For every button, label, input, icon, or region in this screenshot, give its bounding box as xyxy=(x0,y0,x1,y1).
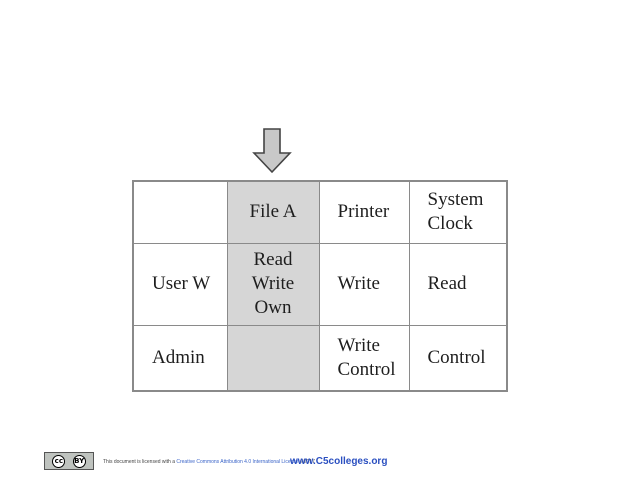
column-header-system-clock: System Clock xyxy=(408,180,508,244)
row-header-admin: Admin xyxy=(132,324,228,392)
copyright: ©2017 xyxy=(300,459,315,465)
cc-logo-icon: cc xyxy=(52,454,66,468)
row-header-user-w: User W xyxy=(132,242,228,326)
cell-text: Clock xyxy=(427,213,473,235)
license-link[interactable]: Creative Commons Attribution 4.0 Interna… xyxy=(176,459,299,465)
row-user-w: User W Read Write Own Write Read xyxy=(132,242,508,326)
permission-text: Control xyxy=(427,346,486,368)
cell-text: User W xyxy=(152,273,211,294)
header-row: File A Printer System Clock xyxy=(132,180,508,244)
license-prefix: This document is licensed with a xyxy=(103,459,177,465)
cc-badge-text: BY xyxy=(74,457,85,465)
down-arrow-icon xyxy=(252,128,292,174)
permission-text: Write xyxy=(251,273,295,294)
footer: cc BY xyxy=(44,451,94,471)
permission-text: Own xyxy=(254,297,292,318)
access-control-matrix: File A Printer System Clock User W Read … xyxy=(132,180,508,392)
cell-admin-file-a xyxy=(226,324,320,392)
column-header-printer: Printer xyxy=(318,180,410,244)
cell-text: Printer xyxy=(337,201,390,223)
website-link[interactable]: www.C5colleges.org xyxy=(290,456,388,467)
license-notice: This document is licensed with a Creativ… xyxy=(103,459,315,465)
permission-text: Control xyxy=(337,358,396,380)
cell-user-w-system-clock: Read xyxy=(408,242,508,326)
cell-text: System xyxy=(427,189,484,211)
creative-commons-badge[interactable]: cc BY xyxy=(44,452,94,470)
cell-text: File A xyxy=(249,201,297,223)
cell-user-w-file-a: Read Write Own xyxy=(226,242,320,326)
cell-admin-printer: Write Control xyxy=(318,324,410,392)
permission-text: Write xyxy=(337,273,381,294)
attribution-person-icon: BY xyxy=(72,454,86,468)
cell-text: Admin xyxy=(152,346,205,368)
cell-admin-system-clock: Control xyxy=(408,324,508,392)
row-admin: Admin Write Control Control xyxy=(132,324,508,392)
cell-user-w-printer: Write xyxy=(318,242,410,326)
permission-text: Read xyxy=(427,273,467,294)
permission-text: Write xyxy=(337,334,381,356)
corner-cell xyxy=(132,180,228,244)
permission-text: Read xyxy=(253,249,293,270)
column-header-file-a: File A xyxy=(226,180,320,244)
